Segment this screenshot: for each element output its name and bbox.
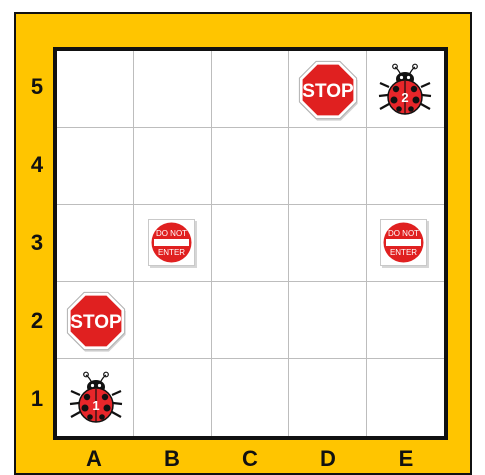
grid-cell-a3[interactable] [57,205,134,282]
do-not-enter-text-line2: ENTER [390,248,417,257]
grid-cell-e5[interactable]: 2 [367,51,444,128]
row-label-1: 1 [22,386,52,412]
do-not-enter-sign-icon[interactable]: DO NOT ENTER [148,219,198,269]
grid-cell-e4[interactable] [367,128,444,205]
grid-cell-e3[interactable]: DO NOT ENTER [367,205,444,282]
ladybug-number: 1 [92,398,99,413]
grid-cell-b5[interactable] [134,51,211,128]
do-not-enter-text-line2: ENTER [158,248,185,257]
row-label-3: 3 [22,230,52,256]
grid-cell-e2[interactable] [367,282,444,359]
ladybug-2-icon[interactable]: 2 [377,61,433,119]
column-label-d: D [313,446,343,472]
grid-cell-d5[interactable]: STOP [289,51,366,128]
do-not-enter-sign-icon[interactable]: DO NOT ENTER [380,219,430,269]
grid-cell-c3[interactable] [212,205,289,282]
grid-cell-c2[interactable] [212,282,289,359]
ladybug-number: 2 [402,90,409,105]
do-not-enter-text-line1: DO NOT [388,229,419,238]
grid-cell-e1[interactable] [367,359,444,436]
game-grid: STOP 2 DO NOT ENTER DO NOT ENTER STOP 1 [53,47,448,440]
row-label-4: 4 [22,152,52,178]
grid-cell-b3[interactable]: DO NOT ENTER [134,205,211,282]
column-label-c: C [235,446,265,472]
column-label-e: E [391,446,421,472]
row-label-2: 2 [22,308,52,334]
grid-cell-a2[interactable]: STOP [57,282,134,359]
do-not-enter-text-line1: DO NOT [156,229,187,238]
grid-cell-b2[interactable] [134,282,211,359]
grid-cell-c4[interactable] [212,128,289,205]
row-label-5: 5 [22,74,52,100]
stop-sign-icon[interactable]: STOP [63,288,129,354]
column-label-a: A [79,446,109,472]
grid-cell-d1[interactable] [289,359,366,436]
grid-cell-c1[interactable] [212,359,289,436]
stop-sign-text: STOP [302,81,354,102]
grid-cell-d4[interactable] [289,128,366,205]
grid-cell-d2[interactable] [289,282,366,359]
grid-cell-a4[interactable] [57,128,134,205]
grid-cell-b1[interactable] [134,359,211,436]
grid-cell-a5[interactable] [57,51,134,128]
grid-cell-b4[interactable] [134,128,211,205]
grid-cell-c5[interactable] [212,51,289,128]
column-label-b: B [157,446,187,472]
stop-sign-icon[interactable]: STOP [295,57,361,123]
grid-cell-a1[interactable]: 1 [57,359,134,436]
stop-sign-text: STOP [70,312,122,333]
grid-cell-d3[interactable] [289,205,366,282]
ladybug-1-icon[interactable]: 1 [68,369,124,427]
